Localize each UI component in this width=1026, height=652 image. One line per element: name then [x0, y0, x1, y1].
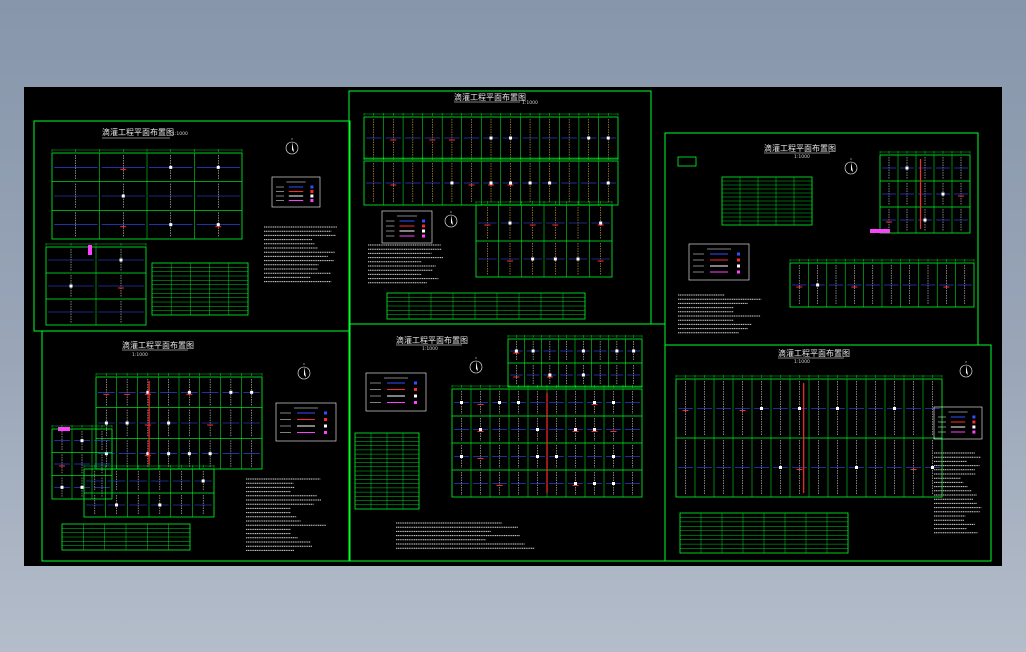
plan-drawings [45, 113, 975, 518]
north-arrow-icon [469, 357, 483, 374]
sheet-title-5: 滴灌工程平面布置图 [396, 335, 468, 345]
sheet-scale-4: 1:1000 [132, 352, 148, 358]
notes-sheet-2 [368, 244, 444, 284]
cad-drawing-canvas[interactable]: 滴灌工程平面布置图 1:1000 滴灌工程平面布置图 1:1000 滴灌工程平面… [24, 87, 1002, 566]
table-sheet-1 [151, 262, 249, 316]
table-sheet-2 [386, 292, 586, 320]
legend-sheet-2 [381, 210, 433, 244]
valve-marker [58, 427, 70, 431]
plan-sheet-3b [789, 259, 975, 308]
plan-sheet-2b [363, 157, 619, 206]
notes-sheet-3 [678, 294, 762, 334]
valve-marker [88, 245, 92, 255]
north-arrow-icon [285, 138, 299, 155]
plan-sheet-4a [95, 373, 263, 470]
sheet-title-3: 滴灌工程平面布置图 [764, 143, 836, 153]
plan-sheet-4c [83, 465, 215, 518]
north-arrows [285, 138, 973, 380]
sheet-frame-3 [664, 132, 979, 346]
sheet-frame-1 [33, 120, 351, 332]
sheet-frame-4 [41, 330, 351, 562]
legend-sheet-3 [688, 243, 750, 281]
legend-sheet-6 [933, 406, 983, 440]
plan-sheet-5b [451, 385, 643, 498]
sheet-title-2: 滴灌工程平面布置图 [454, 92, 526, 102]
title-block-box [677, 156, 697, 167]
north-arrow-icon [844, 158, 858, 175]
notes-sheet-1 [264, 226, 337, 283]
sheet-scale-2: 1:1000 [522, 100, 538, 106]
table-sheet-6 [679, 512, 849, 554]
sheet-titles: 滴灌工程平面布置图 1:1000 滴灌工程平面布置图 1:1000 滴灌工程平面… [102, 92, 850, 365]
north-arrow-icon [444, 211, 458, 228]
table-sheet-5 [354, 432, 420, 510]
sheet-scale-1: 1:1000 [172, 131, 188, 137]
table-sheet-4 [61, 523, 191, 551]
drawing-svg: 滴灌工程平面布置图 1:1000 滴灌工程平面布置图 1:1000 滴灌工程平面… [33, 90, 992, 562]
sheet-frame-6 [664, 344, 992, 562]
valve-marker [870, 229, 890, 233]
notes-sheet-5 [396, 522, 535, 549]
legend-sheet-1 [271, 176, 321, 208]
sheet-frame-5 [348, 323, 666, 562]
legend-sheet-5 [365, 372, 427, 412]
sheet-title-6: 滴灌工程平面布置图 [778, 348, 850, 358]
notes-sheet-6 [934, 452, 982, 534]
plan-sheet-1a [51, 149, 243, 240]
sheet-frames [33, 90, 992, 562]
table-sheet-3 [721, 176, 813, 226]
notes-sheet-4 [246, 478, 326, 551]
sheet-scale-5: 1:1000 [422, 346, 438, 352]
material-tables [61, 156, 849, 554]
plan-sheet-5a [507, 335, 643, 388]
sheet-scale-6: 1:1000 [794, 359, 810, 365]
plan-sheet-6 [675, 375, 943, 498]
north-arrow-icon [959, 361, 973, 378]
plan-sheet-2a [363, 113, 619, 160]
sheet-title-4: 滴灌工程平面布置图 [122, 340, 194, 350]
plan-sheet-1b [45, 243, 147, 326]
plan-sheet-2c [475, 201, 613, 278]
legend-sheet-4 [275, 402, 337, 442]
design-notes [246, 226, 982, 551]
legend-boxes [271, 176, 983, 442]
plan-sheet-3a [879, 151, 971, 234]
sheet-frame-2 [348, 90, 652, 325]
sheet-title-1: 滴灌工程平面布置图 [102, 127, 174, 137]
plan-sheet-4b [51, 425, 113, 500]
north-arrow-icon [297, 363, 311, 380]
sheet-scale-3: 1:1000 [794, 154, 810, 160]
